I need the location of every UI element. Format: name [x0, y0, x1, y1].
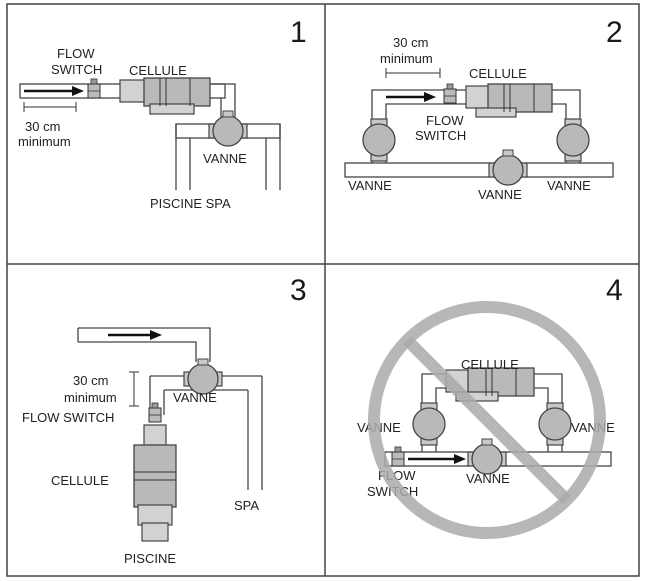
panel-number: 3 — [290, 274, 307, 307]
flow-switch-label: FLOW SWITCH — [22, 410, 114, 425]
panel-3: 3 30 cm minimum FLOW SWITCH VANNE CELLUL… — [22, 274, 307, 566]
pool-label: PISCINE — [124, 551, 176, 566]
panel-1: 1 FLOW SWITCH CELLULE 30 cm minimum VANN… — [18, 16, 307, 211]
cell-body — [143, 77, 211, 107]
bottom-pipe — [344, 162, 614, 178]
flow-switch-label-2: SWITCH — [415, 128, 466, 143]
valve-right — [538, 402, 572, 446]
flow-switch — [87, 78, 101, 99]
valve-left — [362, 118, 396, 162]
panel-number: 4 — [606, 274, 623, 307]
pool-label: PISCINE SPA — [150, 196, 231, 211]
valve-right-label: VANNE — [547, 178, 591, 193]
panel-2: 2 30 cm minimum CELLULE FLOW SWITCH — [344, 16, 623, 202]
valve — [183, 358, 223, 395]
prohibition-slash — [402, 335, 572, 505]
cell-body — [467, 367, 535, 397]
valve-label: VANNE — [203, 151, 247, 166]
flow-arrow-head — [424, 92, 436, 102]
minimum-label: minimum — [18, 134, 71, 149]
valve-right-label: VANNE — [571, 420, 615, 435]
outer-frame — [6, 3, 640, 577]
prohibition-circle — [368, 301, 606, 539]
minimum-label: minimum — [64, 390, 117, 405]
cell-top — [143, 424, 167, 448]
leg-pipes — [421, 438, 563, 454]
flow-arrow-head — [72, 86, 84, 96]
flow-arrow-head — [150, 330, 162, 340]
cell-label: CELLULE — [461, 357, 519, 372]
flow-switch-label-1: FLOW — [426, 113, 464, 128]
flow-switch — [148, 402, 162, 423]
cell-inlet — [119, 79, 147, 103]
inlet-pipe — [77, 327, 211, 362]
valve-center — [488, 149, 528, 186]
valve-label: VANNE — [173, 390, 217, 405]
cell-label: CELLULE — [51, 473, 109, 488]
cell-body — [133, 444, 177, 508]
panel-4: 4 CELLULE VANNE VANNE FLOW SWITCH VANNE — [357, 274, 623, 539]
distance-label: 30 cm — [25, 119, 60, 134]
valve-bottom-label: VANNE — [466, 471, 510, 486]
distance-label: 30 cm — [393, 35, 428, 50]
panel-number: 1 — [290, 16, 307, 49]
panel-number: 2 — [606, 16, 623, 49]
leg-pipes — [371, 154, 581, 170]
valve-left-label: VANNE — [348, 178, 392, 193]
minimum-label: minimum — [380, 51, 433, 66]
cell-outlet — [141, 522, 169, 542]
cell-body — [487, 83, 553, 113]
valve-bottom — [467, 438, 507, 475]
spa-pipe — [247, 376, 263, 490]
cell-inlet — [465, 85, 491, 109]
cell-bottom — [137, 504, 173, 526]
valve — [208, 110, 248, 147]
cell-label: CELLULE — [129, 63, 187, 78]
cell-base — [149, 103, 195, 115]
flow-arrow-head — [454, 454, 466, 464]
spa-label: SPA — [234, 498, 259, 513]
flow-switch-label-2: SWITCH — [51, 62, 102, 77]
valve-left — [412, 402, 446, 446]
valve-right — [556, 118, 590, 162]
flow-switch — [391, 446, 405, 467]
cell-label: CELLULE — [469, 66, 527, 81]
distance-label: 30 cm — [73, 373, 108, 388]
flow-switch-label-1: FLOW — [57, 46, 95, 61]
drop-pipes — [175, 124, 281, 190]
valve-center-label: VANNE — [478, 187, 522, 202]
flow-switch — [443, 83, 457, 104]
cell-base — [475, 107, 517, 118]
